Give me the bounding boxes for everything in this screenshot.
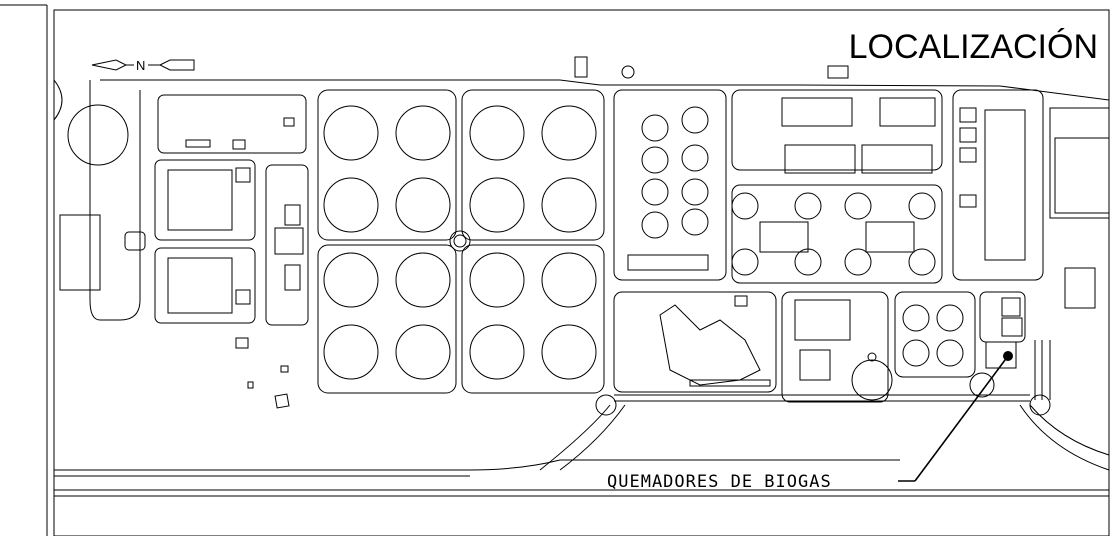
- north-arrow-icon: N: [91, 58, 195, 73]
- north-label: N: [136, 58, 145, 73]
- drawing-title: LOCALIZACIÓN: [849, 28, 1098, 66]
- process-area: [613, 89, 943, 284]
- biogas-flares-callout: QUEMADORES DE BIOGAS: [607, 351, 1013, 492]
- east-buildings: [952, 89, 1110, 309]
- biogas-flares-label: QUEMADORES DE BIOGAS: [607, 472, 832, 492]
- misc-structures: [574, 56, 849, 79]
- treatment-area: [595, 291, 1051, 416]
- sheet-frame: [0, 4, 1110, 536]
- reservoir-tank: [67, 104, 129, 166]
- site-perimeter: [53, 79, 1110, 497]
- admin-block: [124, 94, 309, 409]
- digester-tanks: [317, 89, 605, 394]
